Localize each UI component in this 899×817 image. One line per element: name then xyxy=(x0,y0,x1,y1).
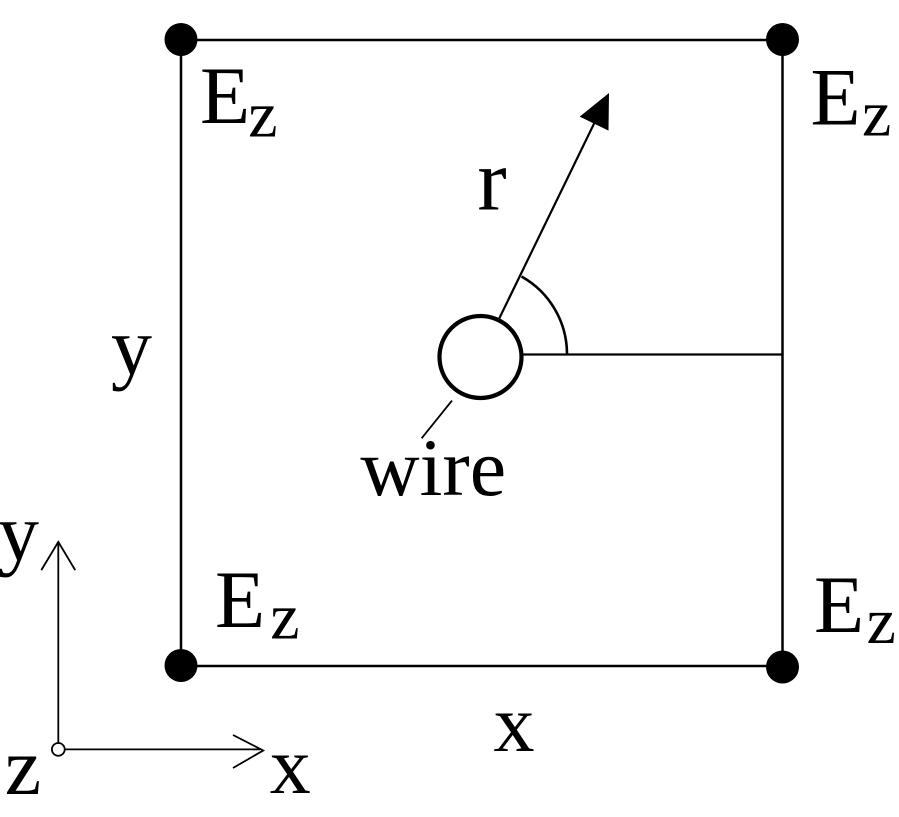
svg-text:E: E xyxy=(200,50,250,141)
svg-text:z: z xyxy=(248,79,277,152)
svg-text:E: E xyxy=(814,559,864,650)
svg-text:y: y xyxy=(0,487,39,578)
svg-text:z: z xyxy=(867,585,896,658)
svg-text:x: x xyxy=(494,678,535,769)
svg-text:x: x xyxy=(270,720,311,811)
svg-text:z: z xyxy=(862,78,891,151)
svg-text:z: z xyxy=(5,721,41,812)
svg-text:r: r xyxy=(477,133,506,230)
svg-text:z: z xyxy=(270,581,299,654)
svg-text:E: E xyxy=(215,554,265,645)
svg-text:E: E xyxy=(811,52,861,143)
svg-text:wire: wire xyxy=(360,422,506,513)
svg-text:y: y xyxy=(111,301,152,392)
